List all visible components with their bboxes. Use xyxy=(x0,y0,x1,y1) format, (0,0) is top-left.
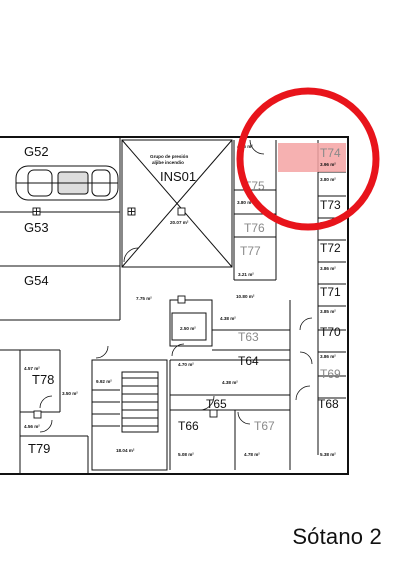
label-g52: G52 xyxy=(24,144,49,159)
label-t66: T66 xyxy=(178,419,199,433)
label-t69: T69 xyxy=(320,367,341,381)
label-t79: T79 xyxy=(28,441,50,456)
label-t77: T77 xyxy=(240,244,261,258)
space-labels: G52 G53 G54 Grupo de presión aljibe ince… xyxy=(24,144,341,457)
ins01-note-1: Grupo de presión xyxy=(150,154,188,159)
structural-columns xyxy=(32,207,218,419)
label-ins01: INS01 xyxy=(160,169,196,184)
area-t76: 3.80 m² xyxy=(237,200,253,205)
building-walls xyxy=(0,136,349,475)
label-t74: T74 xyxy=(320,146,341,160)
area-t66: 5.08 m² xyxy=(178,452,194,457)
highlight-circle xyxy=(236,87,380,231)
label-t78: T78 xyxy=(32,372,54,387)
area-t71: 3.86 m² xyxy=(320,266,336,271)
area-t78: 4.57 m² xyxy=(24,366,40,371)
label-t64: T64 xyxy=(238,354,259,368)
area-t73: 3.80 m² xyxy=(320,177,336,182)
misc-area-4: 9.92 m² xyxy=(96,379,112,384)
area-t69: 3.86 m² xyxy=(320,354,336,359)
label-t72: T72 xyxy=(320,241,341,255)
area-t63: 4.38 m² xyxy=(220,316,236,321)
area-ins01: 20.07 m² xyxy=(170,220,189,225)
label-g53: G53 xyxy=(24,220,49,235)
area-t75: 4.36 m² xyxy=(237,144,253,149)
label-g54: G54 xyxy=(24,273,49,288)
t74-highlight-fill xyxy=(278,143,346,172)
label-t65: T65 xyxy=(206,397,227,411)
label-t70: T70 xyxy=(320,325,341,339)
label-t67: T67 xyxy=(254,419,275,433)
label-t71: T71 xyxy=(320,285,341,299)
area-t68: 5.38 m² xyxy=(320,452,336,457)
label-t76: T76 xyxy=(244,221,265,235)
door-arcs xyxy=(39,139,313,433)
ins01-note-2: aljibe incendio xyxy=(152,160,184,165)
label-t73: T73 xyxy=(320,198,341,212)
label-t63: T63 xyxy=(238,330,259,344)
area-t79: 4.56 m² xyxy=(24,424,40,429)
area-t67: 4.78 m² xyxy=(244,452,260,457)
misc-area-2: 10.80 m² xyxy=(236,294,255,299)
area-t64: 4.38 m² xyxy=(222,380,238,385)
area-t77: 3.21 m² xyxy=(238,272,254,277)
misc-area-lift: 2.50 m² xyxy=(180,326,196,331)
misc-area-1: 7.75 m² xyxy=(136,296,152,301)
area-t74: 3.96 m² xyxy=(320,162,336,167)
misc-area-stairs: 18.04 m² xyxy=(116,448,135,453)
car-icon xyxy=(15,165,119,201)
misc-area-3: 4.70 m² xyxy=(178,362,194,367)
label-t68: T68 xyxy=(318,397,339,411)
floor-level-title: Sótano 2 xyxy=(292,524,382,549)
interior-walls xyxy=(0,137,346,474)
area-t70: 3.85 m² xyxy=(320,309,336,314)
misc-area-5: 3.50 m² xyxy=(62,391,78,396)
